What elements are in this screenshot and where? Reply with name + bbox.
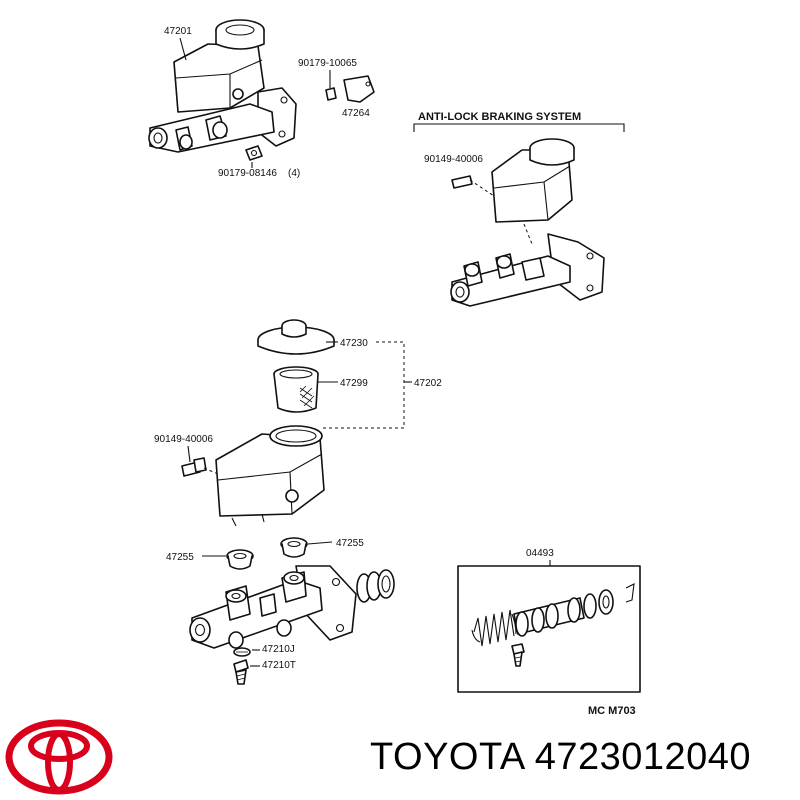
strainer-47299 bbox=[273, 366, 319, 413]
label-47202: 47202 bbox=[414, 378, 442, 389]
label-47201: 47201 bbox=[164, 26, 192, 37]
piston-seal bbox=[356, 569, 395, 603]
figure-code: MC M703 bbox=[588, 705, 636, 717]
nut-90179-08146 bbox=[245, 145, 263, 161]
label-90179-08146: 90179-08146 bbox=[218, 168, 277, 179]
label-04493: 04493 bbox=[526, 548, 554, 559]
abs-title: ANTI-LOCK BRAKING SYSTEM bbox=[418, 111, 581, 123]
master-cylinder-body-lower bbox=[189, 565, 357, 649]
grommet-47255-left bbox=[226, 549, 254, 570]
abs-bolt bbox=[451, 175, 473, 189]
label-47230: 47230 bbox=[340, 338, 368, 349]
small-bolt-top bbox=[325, 87, 337, 101]
label-47210J: 47210J bbox=[262, 644, 295, 655]
label-47264: 47264 bbox=[342, 108, 370, 119]
label-47299: 47299 bbox=[340, 378, 368, 389]
bracket-47264 bbox=[343, 75, 375, 103]
product-caption: TOYOTA 4723012040 bbox=[370, 736, 751, 779]
part-number: 4723012040 bbox=[534, 736, 752, 778]
piston-kit-04493 bbox=[471, 583, 635, 667]
label-47210T: 47210T bbox=[262, 660, 296, 671]
plug-47210T bbox=[233, 659, 249, 685]
grommet-47255-right bbox=[280, 537, 308, 558]
label-90149-40006-lower: 90149-40006 bbox=[154, 434, 213, 445]
reservoir-47202 bbox=[215, 425, 325, 527]
plug-47210J bbox=[233, 647, 251, 657]
toyota-logo bbox=[4, 718, 114, 796]
label-47255-left: 47255 bbox=[166, 552, 194, 563]
label-90149-40006-abs: 90149-40006 bbox=[424, 154, 483, 165]
label-qty-4: (4) bbox=[288, 168, 300, 179]
reservoir-cap-47230 bbox=[257, 319, 335, 355]
label-90179-10065: 90179-10065 bbox=[298, 58, 357, 69]
bracket-47202 bbox=[320, 341, 405, 429]
label-47255-right: 47255 bbox=[336, 538, 364, 549]
master-cylinder-assembly-top bbox=[148, 19, 297, 153]
abs-section: ANTI-LOCK BRAKING SYSTEM 90149-40006 bbox=[413, 111, 625, 307]
kit-04493-box bbox=[457, 565, 641, 693]
toyota-emblem-icon bbox=[5, 719, 113, 795]
brand-name: TOYOTA bbox=[370, 736, 524, 778]
